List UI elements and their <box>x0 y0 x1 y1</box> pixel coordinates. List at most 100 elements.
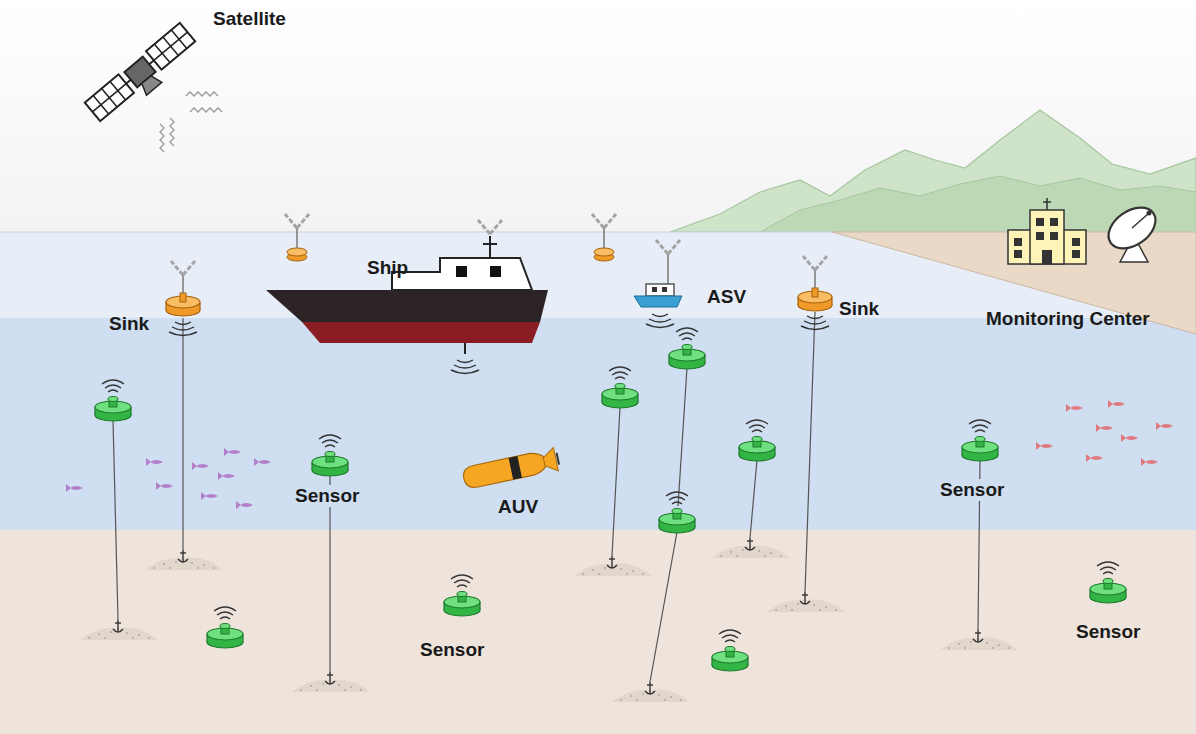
ship <box>302 322 540 343</box>
auv-label: AUV <box>495 496 541 518</box>
moorings <box>612 407 620 556</box>
sensor-nodes <box>444 575 480 616</box>
ship-label: Ship <box>364 257 411 279</box>
asv <box>652 287 657 292</box>
sensor-nodes <box>602 367 638 408</box>
ship <box>266 220 548 374</box>
sensor-nodes <box>95 380 131 421</box>
sensor-label: Sensor <box>417 639 487 661</box>
satellite-signal <box>186 92 218 96</box>
sink-buoys <box>798 256 832 311</box>
relay-buoys <box>285 214 616 261</box>
anchors <box>612 682 690 702</box>
fish-school-left <box>218 472 235 480</box>
moorings <box>650 532 677 682</box>
mountains <box>670 110 1196 232</box>
center-label: Monitoring Center <box>983 308 1153 330</box>
auv <box>462 450 551 489</box>
fish-school-right <box>1066 404 1083 412</box>
asv <box>667 254 669 284</box>
satellite-dish <box>1132 214 1148 228</box>
monitoring-center-building <box>1043 201 1051 203</box>
sensor-nodes <box>962 420 998 461</box>
satellite <box>85 23 202 129</box>
ship <box>451 360 479 374</box>
moorings <box>750 460 757 538</box>
relay-buoys <box>287 248 307 256</box>
satellite-dish <box>1101 199 1163 257</box>
relay-buoys <box>594 248 614 256</box>
monitoring-center-building <box>1042 250 1052 264</box>
fish-school-left <box>201 492 218 500</box>
ship <box>478 220 502 234</box>
fish-school-right <box>1096 424 1113 432</box>
ship <box>490 266 501 277</box>
fish-school-left <box>192 462 209 470</box>
asv-label: ASV <box>704 286 749 308</box>
moorings <box>182 318 183 550</box>
moorings <box>805 312 815 592</box>
anchors <box>145 550 223 570</box>
sensor-label: Sensor <box>1073 621 1143 643</box>
fish-school-left <box>236 501 253 509</box>
fish-school-left <box>146 458 163 466</box>
monitoring-center-building <box>1036 232 1044 240</box>
mountains <box>670 110 1196 232</box>
satellite <box>139 73 162 95</box>
ship <box>456 266 467 277</box>
anchors <box>940 630 1018 650</box>
ship <box>266 290 548 322</box>
moorings <box>113 420 118 620</box>
satellite-dish <box>1101 199 1163 262</box>
sky-band <box>0 0 1196 232</box>
sensor-nodes <box>739 420 775 461</box>
sensor-nodes <box>669 328 705 369</box>
relay-buoys <box>592 214 616 228</box>
asv <box>634 240 682 328</box>
ship <box>392 258 532 290</box>
fish-school-right <box>1036 400 1173 466</box>
monitoring-center-building <box>1014 238 1022 246</box>
auv <box>557 453 559 465</box>
fish-school-left <box>66 484 83 492</box>
relay-buoys <box>603 228 605 248</box>
moorings <box>678 368 687 506</box>
monitoring-center-building <box>1036 218 1044 226</box>
relay-buoys <box>296 228 298 248</box>
satellite-signal <box>160 92 222 152</box>
anchors <box>767 592 845 612</box>
asv <box>646 284 674 296</box>
sensor-label: Sensor <box>937 479 1007 501</box>
satellite-signal <box>170 118 174 146</box>
sensor-nodes <box>207 607 243 648</box>
anchors <box>574 556 652 576</box>
auv <box>542 447 559 473</box>
monitoring-center-building <box>1072 238 1080 246</box>
seabed-band <box>0 530 1196 734</box>
monitoring-center-building <box>1008 198 1086 264</box>
anchors <box>712 538 790 558</box>
anchors <box>80 538 1018 702</box>
monitoring-center-building <box>1046 198 1048 210</box>
water-band <box>0 318 1196 530</box>
sink-buoys <box>166 261 200 316</box>
fish-school-right <box>1108 400 1125 408</box>
fish-school-right <box>1086 454 1103 462</box>
fish-school-left <box>66 448 271 509</box>
sink-buoys <box>169 322 197 336</box>
asv <box>656 240 680 254</box>
satellite <box>85 74 134 121</box>
satellite-dish <box>1147 211 1152 216</box>
auv <box>509 456 522 479</box>
sensor-nodes <box>312 435 348 476</box>
fish-school-right <box>1036 442 1053 450</box>
satellite <box>85 74 134 121</box>
sink-label: Sink <box>836 298 882 320</box>
fish-school-right <box>1121 434 1138 442</box>
anchors <box>80 620 158 640</box>
satellite <box>146 23 195 70</box>
relay-buoys <box>285 214 309 228</box>
fish-school-left <box>156 482 173 490</box>
